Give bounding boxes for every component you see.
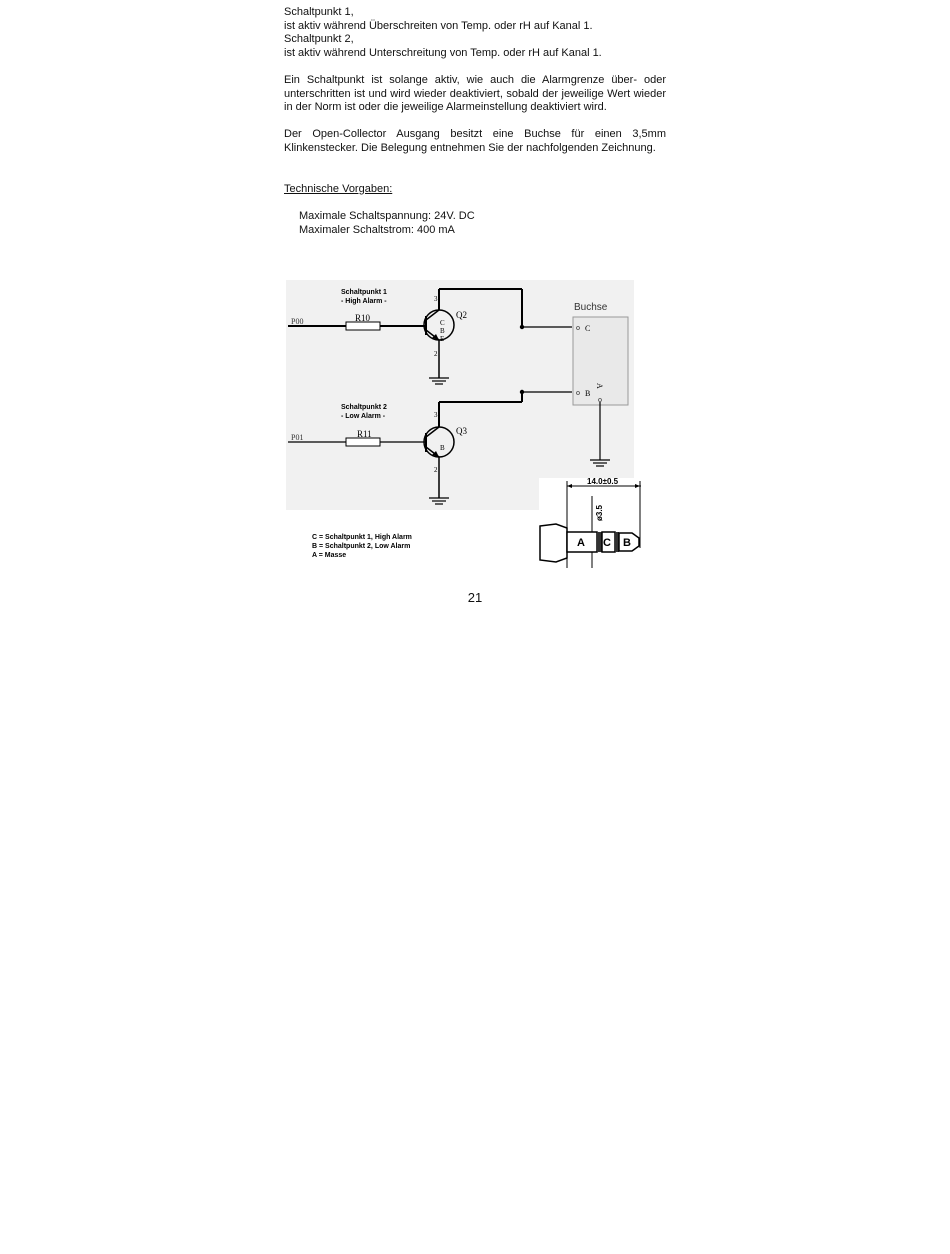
q2-pin-b: B (440, 327, 445, 335)
sp2-label: Schaltpunkt 2, (284, 33, 354, 46)
legend-b: B = Schaltpunkt 2, Low Alarm (312, 543, 410, 550)
sp2-subtitle: - Low Alarm - (341, 413, 386, 420)
circuit-diagram: Schaltpunkt 1 - High Alarm - P00 R10 Q2 … (286, 280, 641, 568)
q2-pin3: 3 (434, 295, 438, 303)
ground-symbol-q3 (429, 497, 449, 505)
switching-paragraph: Ein Schaltpunkt ist solange aktiv, wie a… (284, 73, 666, 114)
input-p00-label: P00 (291, 317, 303, 326)
ground-symbol-jack (590, 459, 610, 467)
r10-label: R10 (355, 313, 371, 323)
jack-socket-box (572, 316, 629, 406)
sp1-title: Schaltpunkt 1 (341, 289, 387, 296)
sp1-subtitle: - High Alarm - (341, 298, 387, 305)
jack-pin-c: C (585, 324, 590, 333)
legend-c: C = Schaltpunkt 1, High Alarm (312, 534, 412, 541)
q2-pin-c: C (440, 319, 445, 327)
spec-max-voltage: Maximale Schaltspannung: 24V. DC (299, 209, 475, 222)
ground-symbol-q2 (429, 377, 449, 385)
sp1-description: ist aktiv während Überschreiten von Temp… (284, 19, 593, 32)
plug-drawing: 14.0±0.5 ø3.5 A C B (539, 477, 641, 568)
tech-specs-heading: Technische Vorgaben: (284, 182, 393, 195)
plug-segment-c: C (603, 537, 611, 549)
plug-segment-b: B (623, 537, 631, 549)
q3-pin-b: B (440, 444, 445, 452)
open-collector-paragraph: Der Open-Collector Ausgang besitzt eine … (284, 128, 666, 154)
sp2-description: ist aktiv während Unterschreitung von Te… (284, 46, 602, 59)
q3-pin3: 3 (434, 411, 438, 419)
q3-pin2: 2 (434, 466, 438, 474)
q2-pin-e: E (440, 335, 444, 343)
spec-max-current: Maximaler Schaltstrom: 400 mA (299, 223, 455, 236)
plug-length-label: 14.0±0.5 (587, 477, 619, 486)
resistor-r11 (345, 437, 381, 447)
page-number: 21 (467, 590, 483, 605)
q2-pin2: 2 (434, 350, 438, 358)
sp1-label: Schaltpunkt 1, (284, 6, 354, 18)
resistor-r10 (345, 321, 381, 331)
legend-a: A = Masse (312, 552, 346, 559)
q2-label: Q2 (456, 310, 467, 320)
sp2-title: Schaltpunkt 2 (341, 404, 387, 411)
jack-pin-b: B (585, 389, 590, 398)
q3-label: Q3 (456, 426, 467, 436)
jack-title: Buchse (574, 302, 608, 313)
plug-segment-a: A (577, 537, 585, 549)
input-p01-label: P01 (291, 433, 303, 442)
plug-diameter-label: ø3.5 (595, 504, 604, 521)
r11-label: R11 (357, 429, 372, 439)
jack-pin-a: A (595, 383, 604, 389)
text-column: Schaltpunkt 1, ist aktiv während Übersch… (284, 6, 666, 237)
